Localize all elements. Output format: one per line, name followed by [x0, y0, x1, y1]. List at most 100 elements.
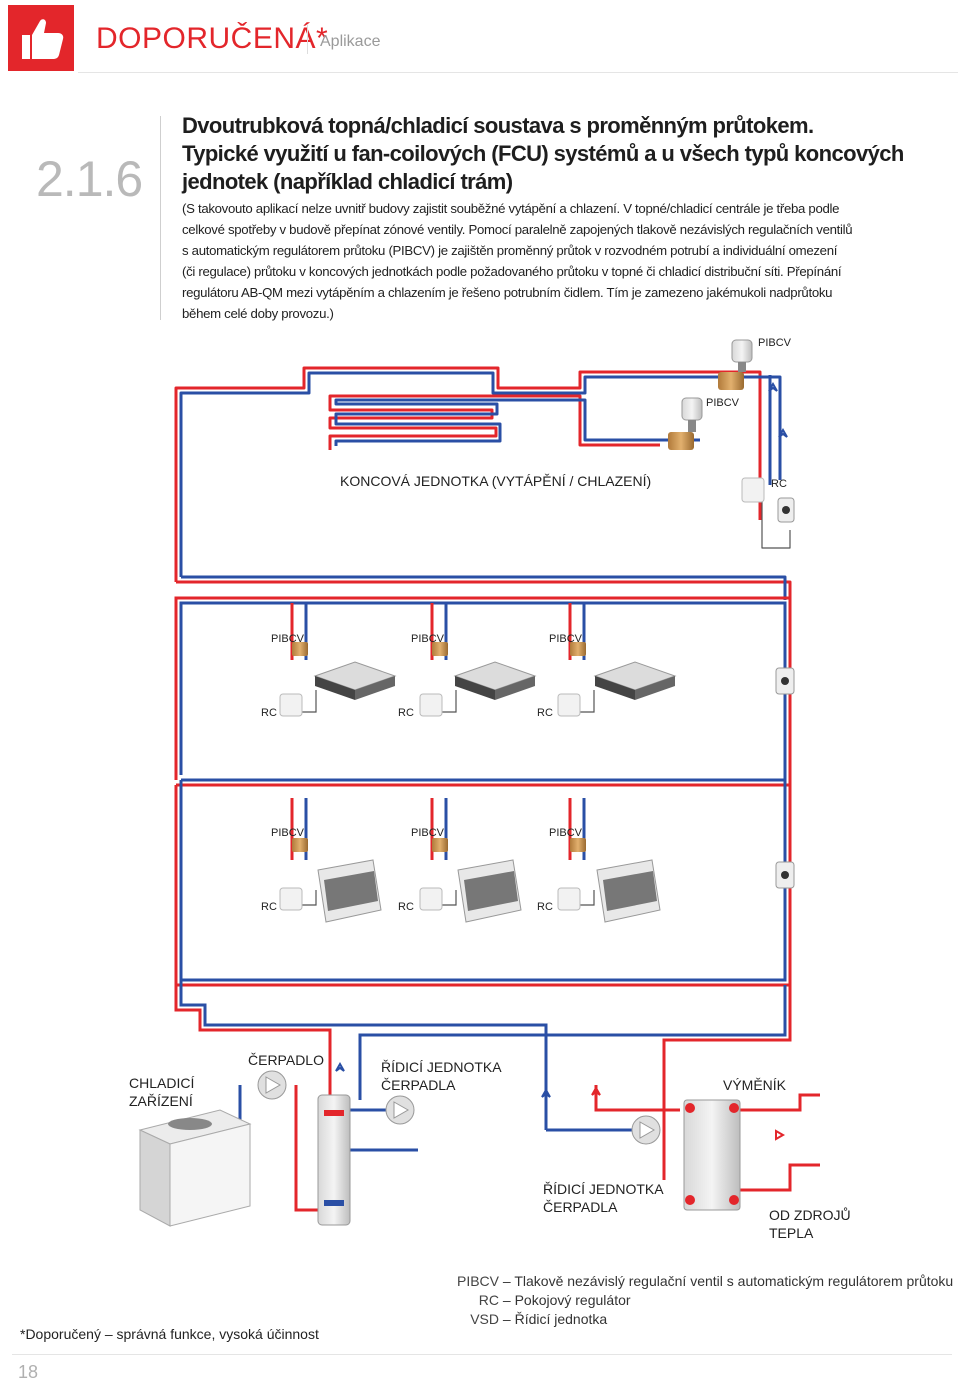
chiller-label: CHLADICÍ [129, 1075, 194, 1091]
footer-rule [12, 1354, 952, 1355]
pibcv-valves-floor1 [292, 642, 586, 656]
pibcv-label: PIBCV [411, 633, 445, 645]
terminal-unit-label: KONCOVÁ JEDNOTKA (VYTÁPĚNÍ / CHLAZENÍ) [340, 473, 651, 489]
pibcv-valve-icon [718, 339, 753, 390]
legend-item: PIBCV – Tlakově nezávislý regulační vent… [453, 1272, 953, 1291]
pibcv-label: PIBCV [758, 337, 792, 349]
actuator-icon [775, 667, 795, 695]
rc-label: RC [771, 478, 787, 490]
chiller-unit [138, 1109, 252, 1227]
pump-control-label: ŘÍDICÍ JEDNOTKA [381, 1059, 502, 1075]
rc-label: RC [261, 707, 277, 719]
title-divider [307, 24, 308, 54]
heading-line: Dvoutrubková topná/chladicí soustava s p… [182, 113, 814, 138]
room-controller-icon [557, 693, 581, 717]
body-line: celkové spotřeby v budově přepínat zónov… [182, 222, 853, 237]
pibcv-label: PIBCV [549, 633, 583, 645]
return-pipe [179, 780, 787, 982]
section-description: (S takovouto aplikací nelze uvnitř budov… [182, 198, 952, 324]
actuator-icon [775, 861, 795, 889]
return-pipe [181, 575, 787, 600]
legend: PIBCV – Tlakově nezávislý regulační vent… [453, 1272, 953, 1329]
terminal-unit-piping [174, 366, 792, 600]
hydraulic-diagram: PIBCV PIBCV KONCOVÁ JEDNOTKA (VYTÁPĚNÍ /… [129, 337, 851, 1241]
room-controller-icon [419, 693, 443, 717]
supply-pipe [174, 980, 332, 1100]
plant-piping [174, 975, 820, 1212]
body-line: (či regulace) průtoku v koncových jednot… [182, 264, 842, 279]
legend-item: VSD – Řídicí jednotka [453, 1310, 953, 1329]
page-title: DOPORUČENÁ* [96, 22, 329, 55]
legend-text: Řídicí jednotka [514, 1311, 608, 1327]
room-controller-icon [279, 693, 303, 717]
page-number: 18 [18, 1362, 39, 1382]
legend-abbr: RC [478, 1292, 499, 1308]
chilled-beam-icon [317, 859, 382, 923]
footnote: *Doporučený – správná funkce, vysoká úči… [20, 1326, 319, 1342]
legend-abbr: PIBCV [456, 1273, 499, 1289]
pump-control-label: ŘÍDICÍ JEDNOTKA [543, 1181, 664, 1197]
body-line: regulátoru AB-QM mezi vytápěním a chlaze… [182, 285, 833, 300]
pibcv-label: PIBCV [271, 827, 305, 839]
header-rule [78, 72, 958, 73]
flow-arrows [768, 381, 788, 438]
fcu-units [313, 661, 677, 700]
cassette-fcu-icon [593, 661, 677, 700]
body-line: (S takovouto aplikací nelze uvnitř budov… [182, 201, 840, 216]
room-controller-icon [419, 887, 443, 911]
heading-line: jednotek (například chladicí trám) [182, 169, 513, 194]
pump-icon [257, 1070, 287, 1100]
pump-control-label: ČERPADLA [543, 1199, 618, 1215]
heat-source-label: OD ZDROJŮ [769, 1206, 851, 1223]
supply-pipe [174, 596, 792, 787]
rc-label: RC [537, 707, 553, 719]
rc-label: RC [398, 707, 414, 719]
heat-exchanger [683, 1099, 741, 1211]
heat-source-label: TEPLA [769, 1225, 814, 1241]
supply-pipe [328, 394, 660, 450]
legend-text: Pokojový regulátor [514, 1292, 631, 1308]
body-line: s automatickým regulátorem průtoku (PIBC… [182, 243, 838, 258]
exchanger-label: VÝMĚNÍK [723, 1077, 787, 1093]
return-pipe [179, 601, 787, 782]
pibcv-label: PIBCV [411, 827, 445, 839]
chilled-beam-icon [596, 859, 661, 923]
return-pipe [179, 371, 782, 577]
room-controller-icon [557, 887, 581, 911]
pibcv-label: PIBCV [271, 633, 305, 645]
heading-line: Typické využití u fan-coilových (FCU) sy… [182, 141, 904, 166]
actuator-icon [777, 497, 795, 523]
chilled-beams [317, 859, 661, 923]
pibcv-label: PIBCV [706, 397, 740, 409]
cassette-fcu-icon [313, 661, 397, 700]
rc-label: RC [261, 901, 277, 913]
thumbs-up-logo [8, 5, 74, 71]
pibcv-valves-floor2 [292, 838, 586, 852]
chiller-label: ZAŘÍZENÍ [129, 1093, 193, 1109]
pump-label: ČERPADLO [248, 1052, 324, 1068]
pump-control-unit [317, 1094, 351, 1226]
room-controller-icon [741, 477, 765, 503]
rc-wire [761, 500, 791, 549]
supply-pipe [176, 580, 792, 600]
pibcv-valve-icon [668, 397, 703, 450]
rc-label: RC [537, 901, 553, 913]
rc-label: RC [398, 901, 414, 913]
pump-control-label: ČERPADLA [381, 1077, 456, 1093]
legend-item: RC – Pokojový regulátor [453, 1291, 953, 1310]
body-line: během celé doby provozu.) [182, 306, 334, 321]
pump-icon [631, 1115, 661, 1145]
page-subtitle: Aplikace [320, 33, 381, 50]
flow-arrows [335, 1061, 786, 1141]
section-heading: Dvoutrubková topná/chladicí soustava s p… [182, 112, 922, 196]
thumbs-up-icon [22, 19, 64, 59]
section-divider [160, 116, 161, 320]
pump-icon [385, 1095, 415, 1125]
return-pipe [334, 398, 700, 446]
chilled-beam-icon [457, 859, 522, 923]
return-pipe [179, 975, 548, 1130]
section-number: 2.1.6 [36, 151, 143, 207]
legend-text: Tlakově nezávislý regulační ventil s aut… [514, 1273, 954, 1289]
legend-abbr: VSD [470, 1311, 499, 1327]
pibcv-label: PIBCV [549, 827, 583, 839]
